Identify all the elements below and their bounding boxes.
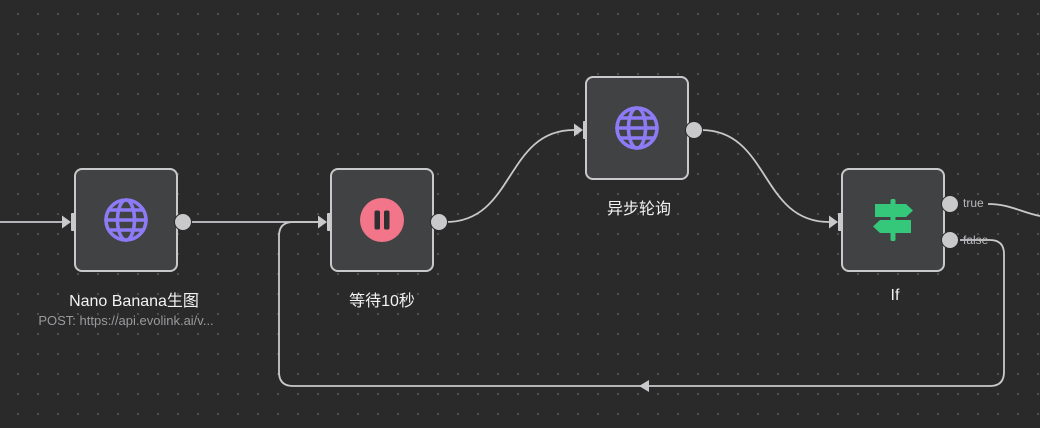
arrow-into-async-poll xyxy=(574,123,583,137)
node-async-poll[interactable] xyxy=(585,76,689,180)
node-nano-banana-title: Nano Banana生图 xyxy=(69,293,199,310)
wait-output-handle[interactable] xyxy=(430,213,448,231)
node-wait[interactable] xyxy=(330,168,434,272)
arrow-into-wait xyxy=(318,215,327,229)
node-if[interactable] xyxy=(841,168,945,272)
if-false-output-handle[interactable] xyxy=(941,231,959,249)
node-nano-banana[interactable] xyxy=(74,168,178,272)
globe-icon xyxy=(612,103,662,153)
node-nano-banana-subtitle: POST: https://api.evolink.ai/v... xyxy=(38,313,214,328)
arrow-into-if xyxy=(829,215,838,229)
arrow-into-nano-banana xyxy=(62,215,71,229)
node-wait-title: 等待10秒 xyxy=(349,293,415,310)
edge-if-true-outgoing xyxy=(987,203,1040,217)
loop-direction-arrow xyxy=(639,380,649,392)
nano-banana-output-handle[interactable] xyxy=(174,213,192,231)
pause-icon xyxy=(357,195,407,245)
if-true-label: true xyxy=(963,196,984,210)
if-false-label: false xyxy=(963,233,989,247)
async-poll-output-handle[interactable] xyxy=(685,121,703,139)
if-true-output-handle[interactable] xyxy=(941,195,959,213)
node-if-title: If xyxy=(890,287,900,304)
signpost-icon xyxy=(868,195,918,245)
node-async-poll-title: 异步轮询 xyxy=(606,201,671,218)
globe-icon xyxy=(101,195,151,245)
